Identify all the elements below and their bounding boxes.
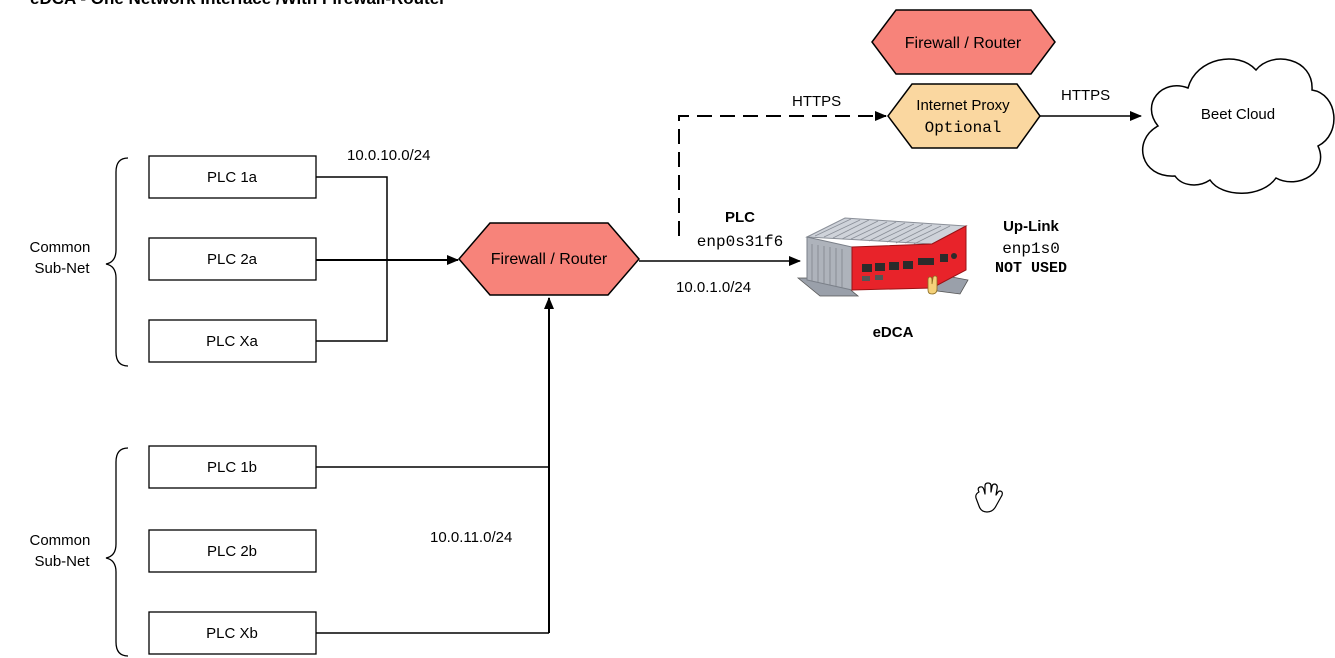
- cloud-icon: [1142, 58, 1335, 194]
- https-label-right: HTTPS: [1061, 87, 1110, 104]
- plc-box-2a[interactable]: PLC 2a: [148, 237, 317, 281]
- edca-label: eDCA: [873, 324, 914, 341]
- edca-device-image[interactable]: [796, 217, 969, 297]
- firewall-router-main[interactable]: Firewall / Router: [458, 222, 640, 296]
- edca-uplink-status: NOT USED: [995, 260, 1067, 277]
- svg-text:PLC 2a: PLC 2a: [207, 251, 258, 268]
- svg-text:PLC 2b: PLC 2b: [207, 543, 257, 560]
- svg-text:Internet Proxy: Internet Proxy: [916, 97, 1010, 114]
- group-a-subnet: 10.0.10.0/24: [347, 147, 430, 164]
- edca-plc-port-title: PLC: [725, 209, 755, 226]
- group-b-brace: [105, 447, 129, 657]
- svg-text:Optional: Optional: [925, 119, 1002, 137]
- svg-text:PLC 1b: PLC 1b: [207, 459, 257, 476]
- svg-text:Firewall / Router: Firewall / Router: [491, 251, 608, 268]
- svg-text:Beet Cloud: Beet Cloud: [1201, 106, 1275, 123]
- svg-text:PLC Xa: PLC Xa: [206, 333, 258, 350]
- plc-box-xa[interactable]: PLC Xa: [148, 319, 317, 363]
- https-label-left: HTTPS: [792, 93, 841, 110]
- group-a-brace: [105, 157, 129, 367]
- plc-box-2b[interactable]: PLC 2b: [148, 529, 317, 573]
- https-dashed-link: [678, 111, 887, 236]
- hand-grab-icon: [975, 482, 1003, 513]
- group-b-subnet: 10.0.11.0/24: [430, 529, 512, 546]
- edca-uplink-title: Up-Link: [1003, 218, 1059, 235]
- svg-text:PLC Xb: PLC Xb: [206, 625, 258, 642]
- firewall-router-top[interactable]: Firewall / Router: [871, 9, 1056, 75]
- group-b-bus: [316, 466, 549, 634]
- plc-box-1b[interactable]: PLC 1b: [148, 445, 317, 489]
- internet-proxy[interactable]: Internet Proxy Optional: [887, 83, 1041, 149]
- plc-box-xb[interactable]: PLC Xb: [148, 611, 317, 655]
- uplink-subnet: 10.0.1.0/24: [676, 279, 751, 296]
- group-b-label: Common Sub-Net: [29, 532, 94, 570]
- edca-uplink-iface: enp1s0: [1002, 240, 1060, 258]
- edca-plc-port-iface: enp0s31f6: [697, 233, 783, 251]
- svg-text:PLC 1a: PLC 1a: [207, 169, 258, 186]
- svg-text:Firewall / Router: Firewall / Router: [905, 35, 1022, 52]
- group-a-label: Common Sub-Net: [29, 239, 94, 277]
- diagram-title: eDCA - One Network Interface /With Firew…: [30, 0, 446, 8]
- beet-cloud[interactable]: Beet Cloud: [1142, 58, 1335, 194]
- plc-box-1a[interactable]: PLC 1a: [148, 155, 317, 199]
